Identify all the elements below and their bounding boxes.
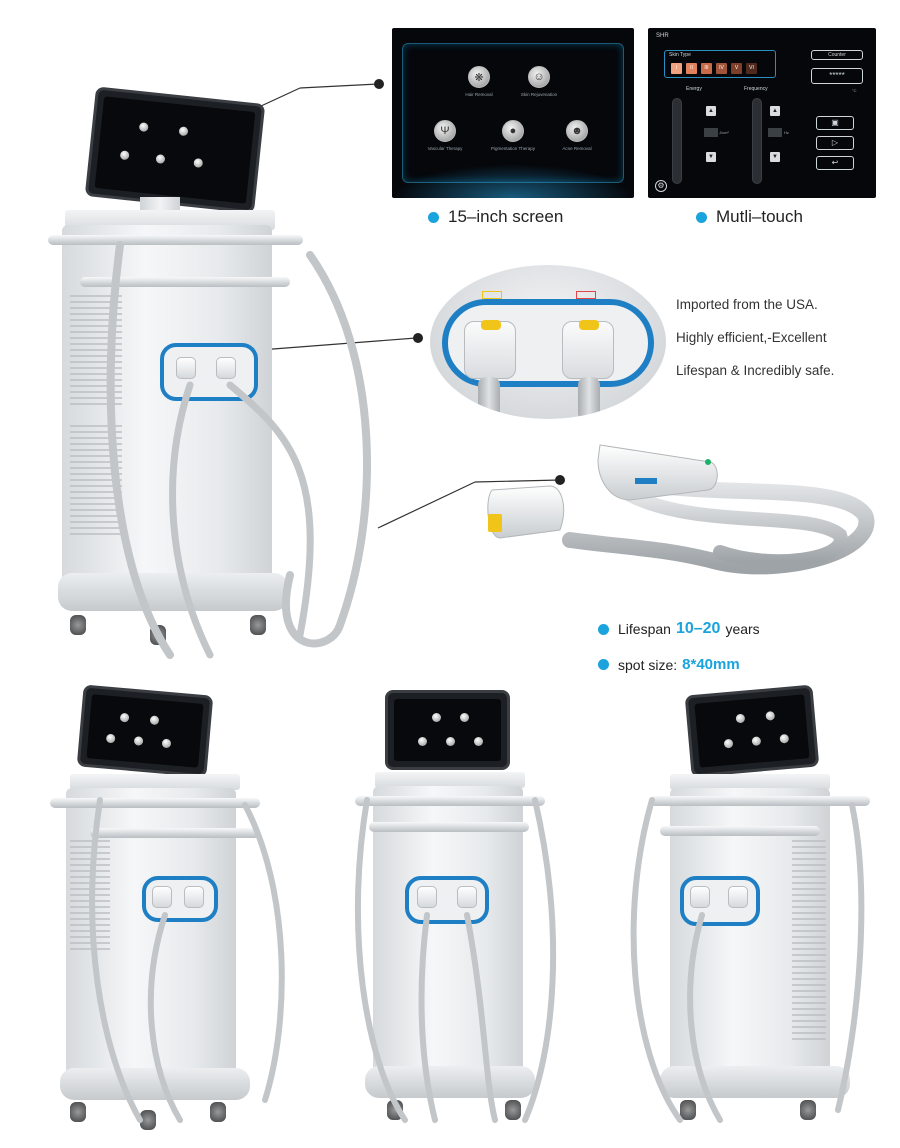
machine-bottom-left: ADSS bbox=[40, 684, 300, 1140]
save-button[interactable]: ▣ bbox=[816, 116, 854, 130]
bullet-dot-icon bbox=[598, 623, 609, 635]
hair-removal-icon: ❋ bbox=[468, 66, 490, 88]
frequency-value bbox=[768, 128, 782, 137]
bullet-dot-icon bbox=[696, 211, 707, 223]
menu-acne-removal[interactable]: ☻ Acne Removal bbox=[542, 120, 612, 151]
temperature-unit: °C bbox=[852, 88, 857, 93]
menu-vascular-therapy[interactable]: Ψ Vascular Therapy bbox=[410, 120, 480, 151]
bullet-dot-icon bbox=[428, 211, 439, 223]
treatment-menu-screen: ❋ Hair Removal ☺ Skin Rejuvenation Ψ Vas… bbox=[392, 28, 634, 198]
skin-type-button[interactable]: I bbox=[671, 63, 682, 74]
menu-hair-removal[interactable]: ❋ Hair Removal bbox=[444, 66, 514, 97]
spot-size-prefix: spot size: bbox=[618, 656, 678, 673]
skin-type-button[interactable]: III bbox=[701, 63, 712, 74]
lifespan-value: 10–20 bbox=[675, 620, 721, 637]
module-note-line-3: Lifespan & Incredibly safe. bbox=[676, 363, 835, 378]
frequency-unit: Hz bbox=[784, 130, 789, 135]
menu-label: Pigmentation Therapy bbox=[491, 146, 535, 151]
menu-pigmentation-therapy[interactable]: ● Pigmentation Therapy bbox=[478, 120, 548, 151]
vascular-therapy-icon: Ψ bbox=[434, 120, 456, 142]
machine-cables bbox=[106, 241, 371, 659]
handpiece-holder-closeup bbox=[430, 265, 666, 419]
energy-label: Energy bbox=[686, 86, 702, 92]
red-tag bbox=[576, 291, 596, 299]
save-icon: ▣ bbox=[831, 118, 839, 127]
menu-label: Vascular Therapy bbox=[427, 146, 463, 151]
machine-bottom-right: ADSS bbox=[620, 684, 890, 1140]
module-note-line-1: Imported from the USA. bbox=[676, 297, 818, 312]
energy-down-button[interactable]: ▼ bbox=[706, 152, 716, 162]
start-button[interactable]: ▷ bbox=[816, 136, 854, 150]
energy-slider[interactable] bbox=[672, 98, 682, 184]
lifespan-prefix: Lifespan bbox=[618, 621, 671, 637]
energy-value bbox=[704, 128, 718, 137]
machine-bottom-center: ADSS bbox=[345, 690, 585, 1140]
handpiece-left bbox=[464, 320, 516, 379]
spot-size-spec: spot size: 8*40mm bbox=[598, 656, 745, 673]
multi-touch-caption: Mutli–touch bbox=[696, 207, 803, 227]
hose-left bbox=[478, 377, 500, 419]
handpiece-with-cable bbox=[487, 444, 875, 575]
handpiece-right bbox=[562, 320, 614, 379]
skin-rejuvenation-icon: ☺ bbox=[528, 66, 550, 88]
screen-glow bbox=[392, 164, 634, 198]
screen-size-text: 15–inch screen bbox=[448, 207, 564, 226]
energy-up-button[interactable]: ▲ bbox=[706, 106, 716, 116]
skin-type-label: Skin Type bbox=[669, 52, 691, 58]
screen-size-caption: 15–inch screen bbox=[428, 207, 563, 227]
yellow-tag bbox=[482, 291, 502, 299]
frequency-label: Frequency bbox=[744, 86, 768, 92]
hose-right bbox=[578, 377, 600, 419]
skin-type-button[interactable]: V bbox=[731, 63, 742, 74]
return-icon: ↩ bbox=[831, 158, 839, 167]
settings-gear-icon[interactable]: ⚙ bbox=[655, 180, 667, 192]
multi-touch-text: Mutli–touch bbox=[716, 207, 803, 226]
skin-type-button[interactable]: II bbox=[686, 63, 697, 74]
skin-type-button[interactable]: VI bbox=[746, 63, 757, 74]
machine-large-angled: ADSS bbox=[40, 86, 400, 675]
frequency-slider[interactable] bbox=[752, 98, 762, 184]
lifespan-suffix: years bbox=[725, 621, 760, 637]
menu-label: Skin Rejuvenation bbox=[520, 92, 558, 97]
acne-removal-icon: ☻ bbox=[566, 120, 588, 142]
spot-size-value: 8*40mm bbox=[682, 656, 740, 673]
menu-label: Acne Removal bbox=[562, 146, 592, 151]
lifespan-spec: Lifespan 10–20 years bbox=[598, 620, 760, 638]
pigmentation-therapy-icon: ● bbox=[502, 120, 524, 142]
bullet-dot-icon bbox=[598, 659, 609, 670]
frequency-up-button[interactable]: ▲ bbox=[770, 106, 780, 116]
energy-unit: J/cm² bbox=[719, 130, 729, 135]
skin-type-selector: Skin Type I II III IV V VI bbox=[664, 50, 776, 78]
screen-frame bbox=[402, 43, 624, 183]
counter-label: Counter bbox=[811, 50, 863, 60]
shr-parameter-screen: SHR Skin Type I II III IV V VI Counter *… bbox=[648, 28, 876, 198]
menu-label: Hair Removal bbox=[465, 92, 493, 97]
back-button[interactable]: ↩ bbox=[816, 156, 854, 170]
counter-value: ***** bbox=[811, 68, 863, 84]
menu-skin-rejuvenation[interactable]: ☺ Skin Rejuvenation bbox=[504, 66, 574, 97]
skin-type-button[interactable]: IV bbox=[716, 63, 727, 74]
module-note-line-2: Highly efficient,-Excellent bbox=[676, 330, 827, 345]
play-icon: ▷ bbox=[831, 138, 839, 147]
frequency-down-button[interactable]: ▼ bbox=[770, 152, 780, 162]
screen-title: SHR bbox=[656, 33, 669, 39]
